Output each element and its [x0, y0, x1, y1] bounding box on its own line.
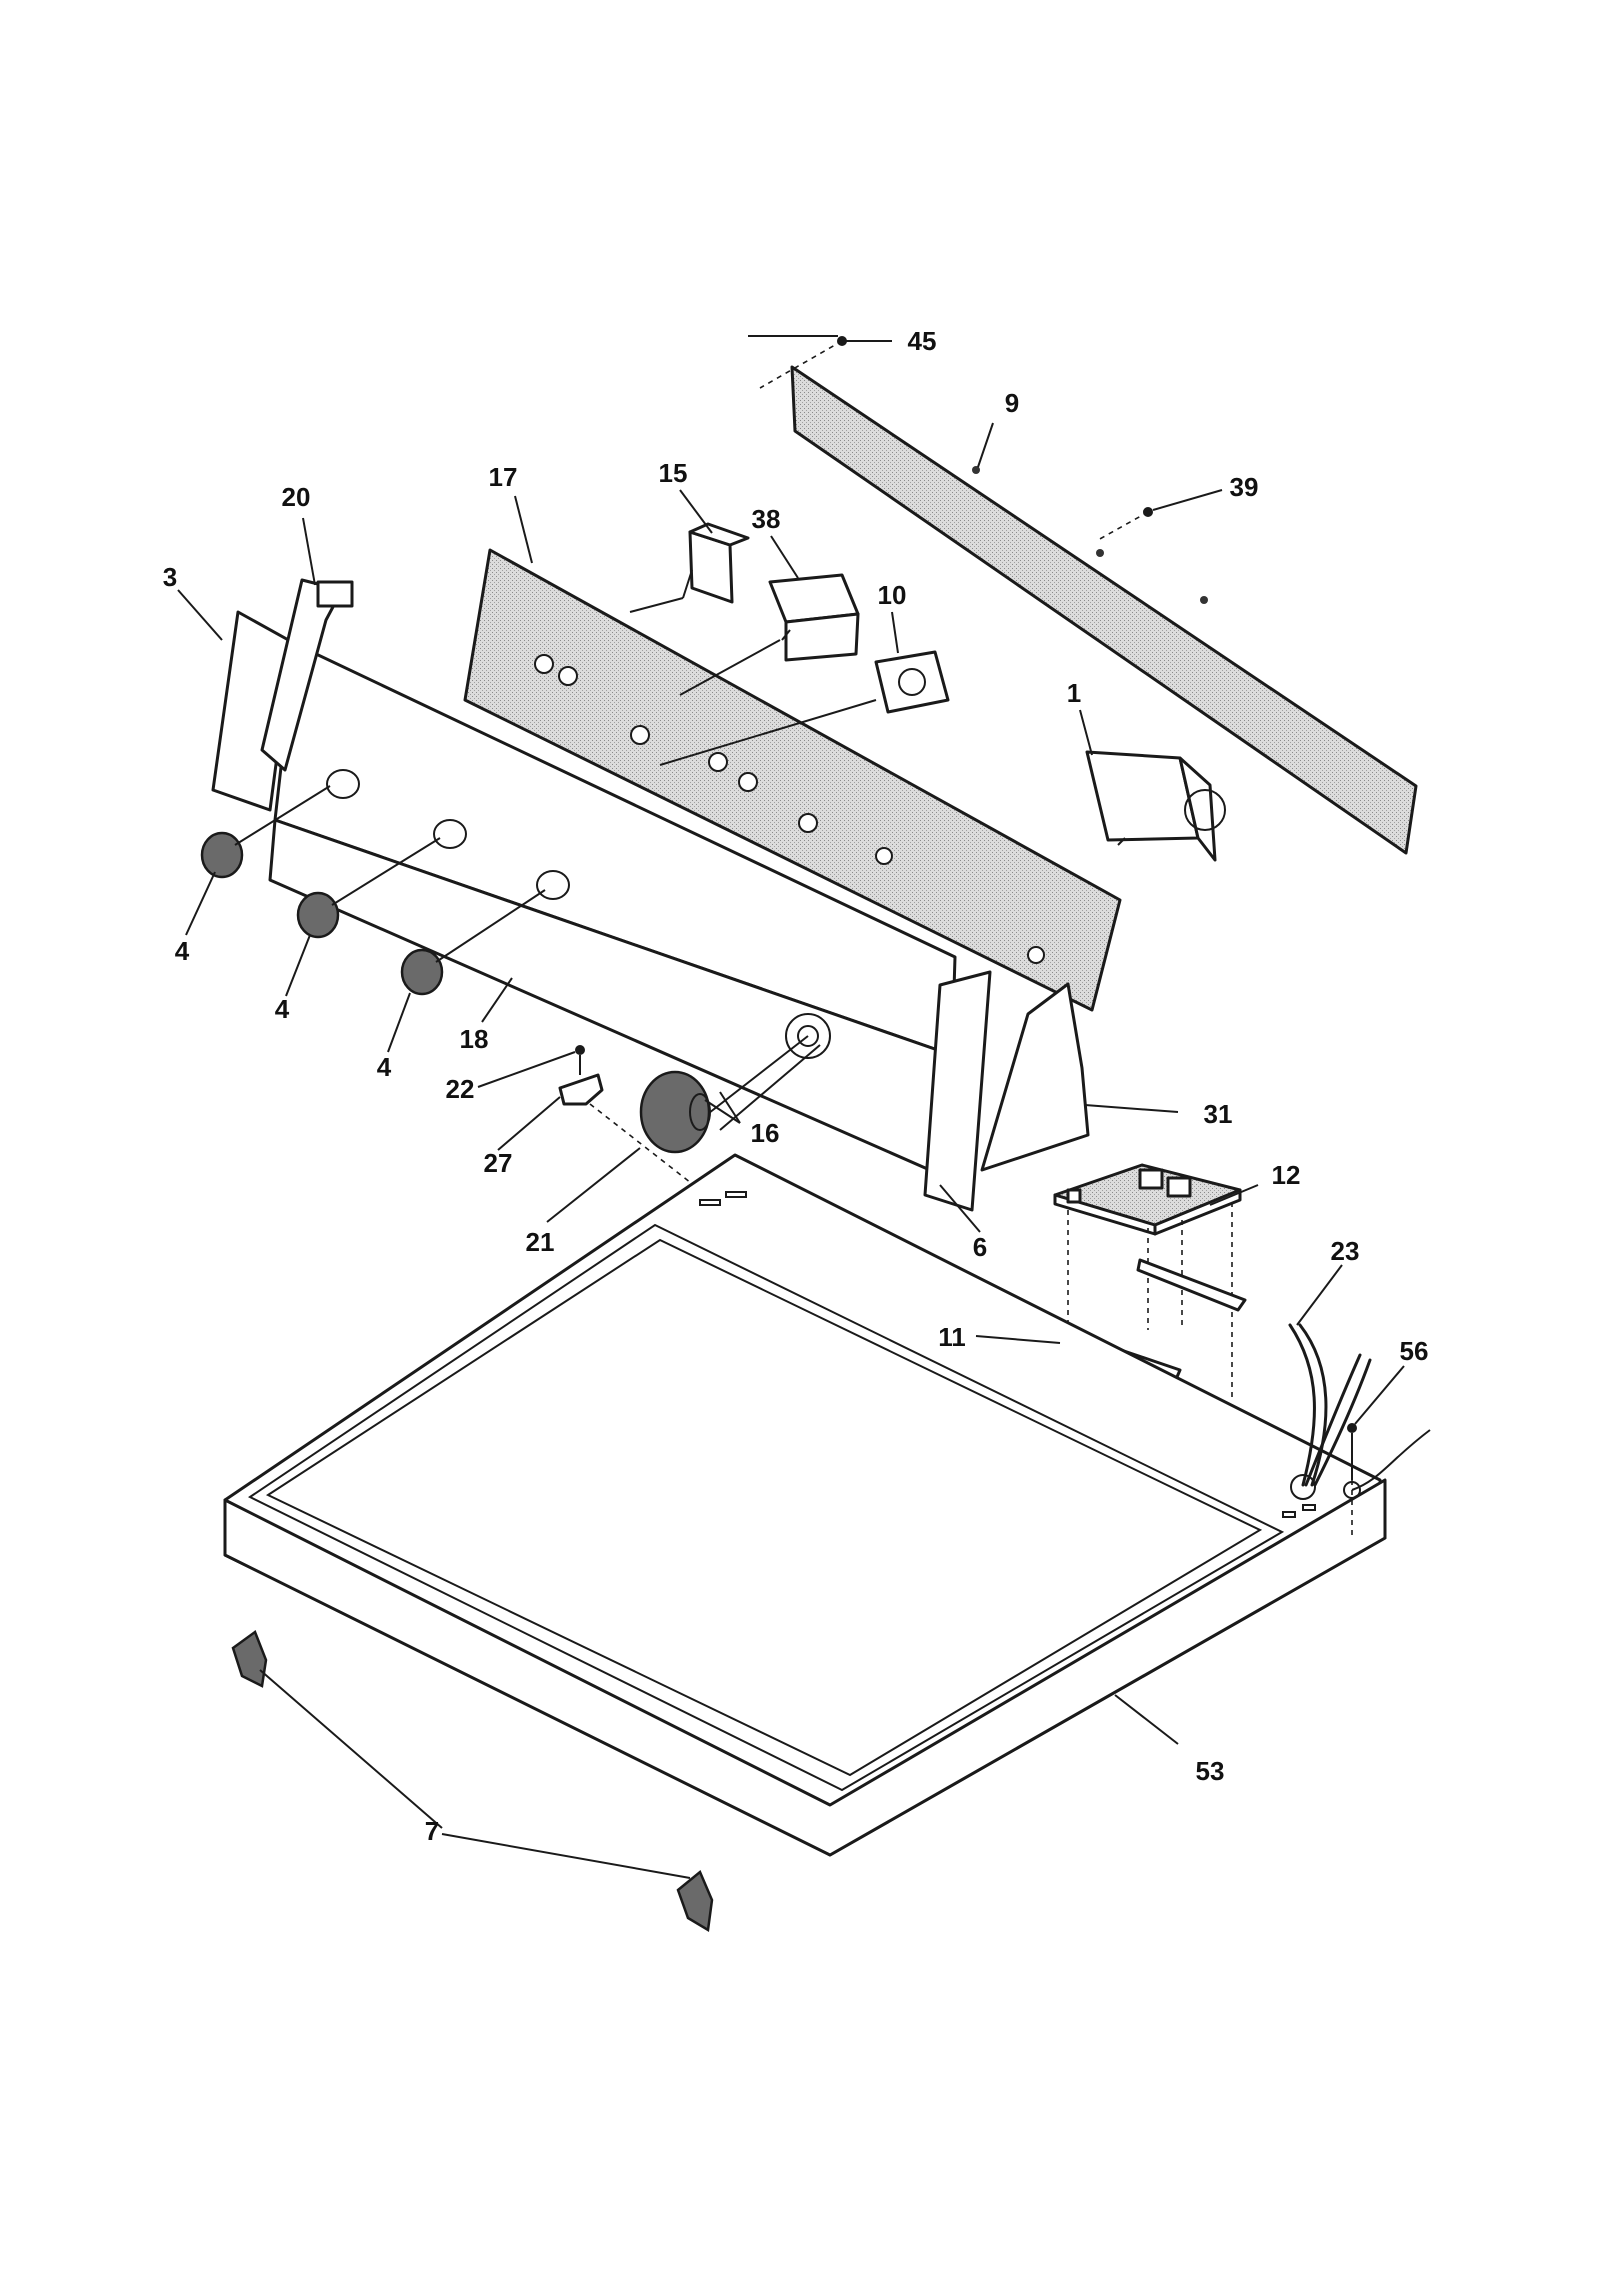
callout-16: 16: [751, 1118, 780, 1148]
wire-harness: [1288, 1323, 1431, 1491]
callout-56: 56: [1400, 1336, 1429, 1366]
callout-12: 12: [1272, 1160, 1301, 1190]
switch-15: [629, 522, 750, 613]
callout-7: 7: [425, 1816, 439, 1846]
callout-4c: 4: [377, 1052, 392, 1082]
callout-4a: 4: [175, 936, 190, 966]
callout-17: 17: [489, 462, 518, 492]
callout-18: 18: [460, 1024, 489, 1054]
callout-4b: 4: [275, 994, 290, 1024]
clip-7b: [676, 1869, 714, 1933]
switch-38: [679, 573, 860, 696]
knob-21: [639, 1070, 711, 1154]
callout-45: 45: [908, 326, 937, 356]
screw-39: [1097, 507, 1153, 541]
callout-10: 10: [878, 580, 907, 610]
callout-38: 38: [752, 504, 781, 534]
leader-lines: [177, 340, 1405, 1879]
callout-11: 11: [938, 1322, 966, 1352]
right-end-cap: [923, 970, 1090, 1212]
timer-1: [1085, 750, 1226, 862]
callout-1: 1: [1067, 678, 1081, 708]
callout-20: 20: [282, 482, 311, 512]
left-end-cap: [211, 578, 354, 812]
knob-4a: [200, 785, 331, 879]
callout-labels: 45 9 39 17 15 38 10 20 3 1 4 4 4 18 22 2…: [163, 326, 1429, 1846]
callout-39: 39: [1230, 472, 1259, 502]
clip-7a: [231, 1630, 268, 1688]
callout-27: 27: [484, 1148, 513, 1178]
control-plate: [463, 548, 1122, 1012]
knob-4c: [400, 889, 546, 996]
callout-22: 22: [446, 1074, 475, 1104]
callout-9: 9: [1005, 388, 1019, 418]
callout-23: 23: [1331, 1236, 1360, 1266]
rear-panel: [790, 365, 1418, 855]
callout-31: 31: [1204, 1099, 1233, 1129]
callout-3: 3: [163, 562, 177, 592]
top-panel: [223, 1153, 1387, 1857]
screw-56: [1347, 1423, 1357, 1540]
callout-21: 21: [526, 1227, 555, 1257]
clip-27: [558, 1045, 701, 1191]
callout-53: 53: [1196, 1756, 1225, 1786]
callout-6: 6: [973, 1232, 987, 1262]
callout-15: 15: [659, 458, 688, 488]
switch-10: [659, 650, 950, 766]
screw-45: [748, 335, 847, 389]
knob-4b: [296, 837, 441, 939]
